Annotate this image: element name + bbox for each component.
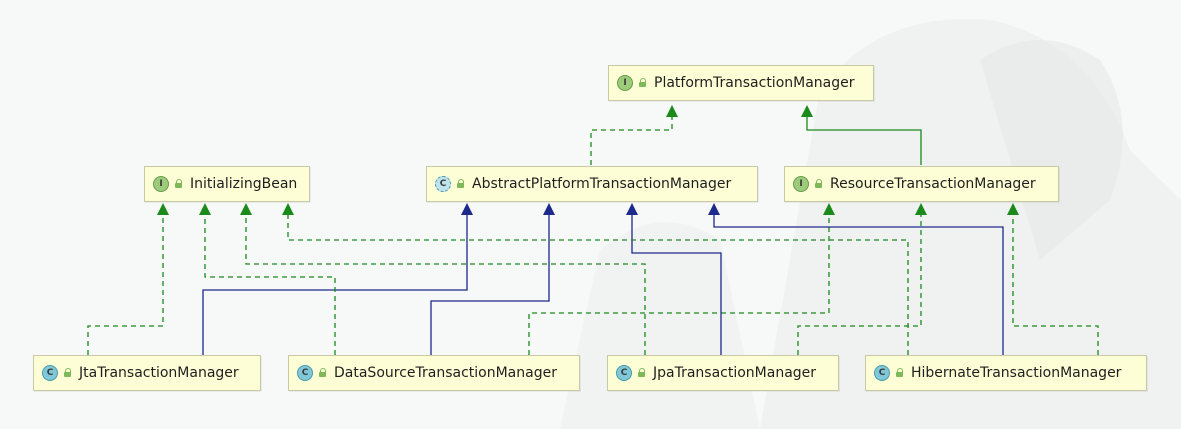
lock-icon [63,368,72,377]
arrowhead-resource-3 [1007,203,1019,215]
node-resource-transaction-manager[interactable]: I ResourceTransactionManager [784,166,1059,202]
edge-datasource-to-resource [528,215,830,355]
edge-datasource-to-initializing [204,215,336,355]
class-icon: C [616,365,632,381]
node-label: AbstractPlatformTransactionManager [472,176,732,192]
arrowhead-resource-2 [915,203,927,215]
arrowhead-initializing-3 [240,203,252,215]
edge-resource-to-platform [806,117,922,165]
interface-icon: I [793,176,809,192]
edge-hibernate-to-abstract [713,215,1004,355]
class-icon: C [297,365,313,381]
edge-jpa-to-initializing [245,215,646,355]
node-abstract-platform-transaction-manager[interactable]: C AbstractPlatformTransactionManager [426,166,758,202]
arrowhead-abstract-3 [626,203,638,215]
node-initializing-bean[interactable]: I InitializingBean [144,166,310,202]
node-datasource-transaction-manager[interactable]: C DataSourceTransactionManager [288,355,580,391]
interface-icon: I [617,75,633,91]
node-label: HibernateTransactionManager [911,365,1122,381]
interface-icon: I [153,176,169,192]
edge-jta-to-initializing [87,215,164,355]
node-label: ResourceTransactionManager [830,176,1036,192]
abstract-class-icon: C [435,176,451,192]
arrowhead-abstract-2 [543,203,555,215]
arrowhead-resource-1 [823,203,835,215]
arrowhead-initializing-4 [282,203,294,215]
lock-icon [456,179,465,188]
lock-icon [638,78,647,87]
node-platform-transaction-manager[interactable]: I PlatformTransactionManager [608,65,874,101]
lock-icon [814,179,823,188]
node-label: JtaTransactionManager [79,365,239,381]
node-jta-transaction-manager[interactable]: C JtaTransactionManager [33,355,261,391]
edge-jpa-to-abstract [631,215,722,355]
lock-icon [318,368,327,377]
lock-icon [637,368,646,377]
arrowhead-platform-2 [801,105,813,117]
node-label: JpaTransactionManager [653,365,817,381]
edge-hibernate-to-resource [1012,215,1099,355]
class-icon: C [874,365,890,381]
node-label: InitializingBean [190,176,298,192]
arrowhead-initializing-2 [199,203,211,215]
edge-hibernate-to-initializing [287,215,909,355]
lock-icon [895,368,904,377]
arrowhead-platform-1 [666,105,678,117]
edge-jpa-to-resource [797,215,922,355]
arrowhead-initializing-1 [157,203,169,215]
arrowhead-abstract-4 [708,203,720,215]
node-label: PlatformTransactionManager [654,75,855,91]
node-jpa-transaction-manager[interactable]: C JpaTransactionManager [607,355,839,391]
node-hibernate-transaction-manager[interactable]: C HibernateTransactionManager [865,355,1147,391]
class-icon: C [42,365,58,381]
lock-icon [174,179,183,188]
arrowhead-abstract-1 [461,203,473,215]
edge-abstract-to-platform [590,117,673,165]
edge-datasource-to-abstract [430,215,550,355]
node-label: DataSourceTransactionManager [334,365,557,381]
